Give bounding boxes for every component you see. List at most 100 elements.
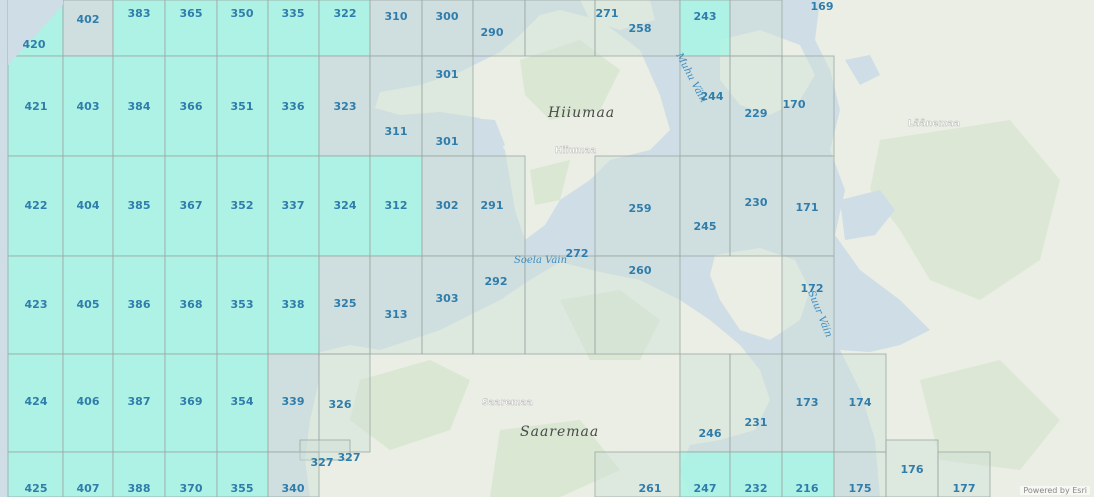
- hiiumaa-bay: [470, 118, 505, 158]
- grid-cell-label-352: 352: [231, 199, 254, 212]
- grid-cell-340[interactable]: [267, 451, 320, 497]
- grid-cell-172[interactable]: [781, 255, 835, 355]
- grid-cell-337[interactable]: [267, 155, 320, 257]
- grid-cell-label-291: 291: [481, 199, 504, 212]
- grid-cell-label-388: 388: [128, 482, 151, 495]
- grid-cell-label-336: 336: [282, 100, 305, 113]
- grid-cell-291[interactable]: [472, 155, 526, 257]
- mainland-lake-2: [845, 55, 880, 85]
- grid-cell-label-351: 351: [231, 100, 254, 113]
- grid-cell-label-313: 313: [385, 308, 408, 321]
- grid-cell-label-301: 301: [436, 135, 459, 148]
- grid-cell-label-422: 422: [25, 199, 48, 212]
- grid-cell-405[interactable]: [62, 255, 114, 355]
- grid-cell-404[interactable]: [62, 155, 114, 257]
- grid-cell-313[interactable]: [369, 255, 423, 355]
- grid-cell-245[interactable]: [679, 155, 731, 257]
- mainland-forest: [870, 120, 1060, 470]
- grid-cell-310[interactable]: [369, 0, 423, 57]
- grid-cell-232[interactable]: [729, 451, 783, 497]
- grid-cell-338[interactable]: [267, 255, 320, 355]
- grid-cell-230[interactable]: [729, 155, 783, 257]
- grid-cell-label-407: 407: [77, 482, 100, 495]
- grid-cell-177[interactable]: [937, 451, 991, 497]
- grid-cell-271[interactable]: [524, 0, 596, 57]
- grid-cell-290[interactable]: [472, 0, 526, 57]
- place-name-hiiumaa: Hiiumaa: [547, 105, 615, 121]
- grid-cell-354[interactable]: [216, 353, 269, 453]
- place-name-laanemaa: Läänemaa: [908, 119, 960, 129]
- grid-corner-water: [8, 0, 63, 65]
- grid-cell-231[interactable]: [729, 353, 783, 453]
- grid-cell-370[interactable]: [164, 451, 218, 497]
- grid-cell-171[interactable]: [781, 155, 835, 257]
- grid-cell-label-173: 173: [796, 396, 819, 409]
- grid-cell-229[interactable]: [729, 55, 783, 157]
- grid-cell-366[interactable]: [164, 55, 218, 157]
- grid-cell-169[interactable]: [729, 0, 783, 57]
- grid-cell-259[interactable]: [594, 155, 681, 257]
- grid-cell-244[interactable]: [679, 55, 731, 157]
- grid-cell-label-169: 169: [811, 0, 834, 13]
- grid-cell-243[interactable]: [679, 0, 731, 57]
- grid-cell-368[interactable]: [164, 255, 218, 355]
- grid-cell-353[interactable]: [216, 255, 269, 355]
- grid-cell-365[interactable]: [164, 0, 218, 57]
- grid-cell-246[interactable]: [679, 353, 731, 453]
- grid-cell-174[interactable]: [833, 353, 887, 453]
- grid-cell-170[interactable]: [781, 55, 835, 157]
- grid-cell-label-424: 424: [25, 395, 48, 408]
- grid-cell-label-369: 369: [180, 395, 203, 408]
- grid-cell-324[interactable]: [318, 155, 371, 257]
- grid-cell-355[interactable]: [216, 451, 269, 497]
- grid-cell-label-300: 300: [436, 10, 459, 23]
- grid-cell-326[interactable]: [318, 353, 371, 453]
- grid-cell-label-170: 170: [783, 98, 806, 111]
- grid-cell-303[interactable]: [421, 255, 474, 355]
- grid-cell-label-405: 405: [77, 298, 100, 311]
- grid-cell-311[interactable]: [369, 55, 423, 157]
- grid-cell-label-290: 290: [481, 26, 504, 39]
- grid-cell-label-366: 366: [180, 100, 203, 113]
- grid-cell-336[interactable]: [267, 55, 320, 157]
- grid-cell-label-365: 365: [180, 7, 203, 20]
- grid-cell-258[interactable]: [594, 0, 681, 57]
- grid-cell-260[interactable]: [594, 255, 681, 355]
- grid-cell-label-171: 171: [796, 201, 819, 214]
- grid-cell-label-350: 350: [231, 7, 254, 20]
- grid-cell-423[interactable]: [7, 255, 64, 355]
- grid-cell-351[interactable]: [216, 55, 269, 157]
- grid-cell-300[interactable]: [421, 0, 474, 57]
- grid-cell-label-232: 232: [745, 482, 768, 495]
- grid-cell-335[interactable]: [267, 0, 320, 57]
- grid-cell-label-421: 421: [25, 100, 48, 113]
- grid-cell-label-231: 231: [745, 416, 768, 429]
- grid-cell-label-230: 230: [745, 196, 768, 209]
- grid-cell-422[interactable]: [7, 155, 64, 257]
- grid-cell-label-322: 322: [334, 7, 357, 20]
- grid-cell-325[interactable]: [318, 255, 371, 355]
- grid-cell-327[interactable]: [299, 439, 351, 461]
- grid-cell-272[interactable]: [524, 255, 596, 355]
- map-attribution[interactable]: Powered by Esri: [1020, 486, 1090, 495]
- grid-cell-173[interactable]: [781, 353, 835, 453]
- grid-cell-label-312: 312: [385, 199, 408, 212]
- grid-cell-216[interactable]: [781, 451, 835, 497]
- grid-cell-407[interactable]: [62, 451, 114, 497]
- grid-cell-label-387: 387: [128, 395, 151, 408]
- grid-cell-402[interactable]: [62, 0, 114, 57]
- grid-cell-label-325: 325: [334, 297, 357, 310]
- grid-cell-403[interactable]: [62, 55, 114, 157]
- grid-cell-301[interactable]: [421, 55, 474, 157]
- grid-cell-label-404: 404: [77, 199, 100, 212]
- grid-cell-261[interactable]: [594, 451, 681, 497]
- grid-cell-421[interactable]: [7, 55, 64, 157]
- grid-cell-386[interactable]: [112, 255, 166, 355]
- grid-cell-384[interactable]: [112, 55, 166, 157]
- grid-cell-label-370: 370: [180, 482, 203, 495]
- grid-cell-label-425: 425: [25, 482, 48, 495]
- grid-cell-292[interactable]: [472, 255, 526, 355]
- grid-cell-176[interactable]: [885, 439, 939, 497]
